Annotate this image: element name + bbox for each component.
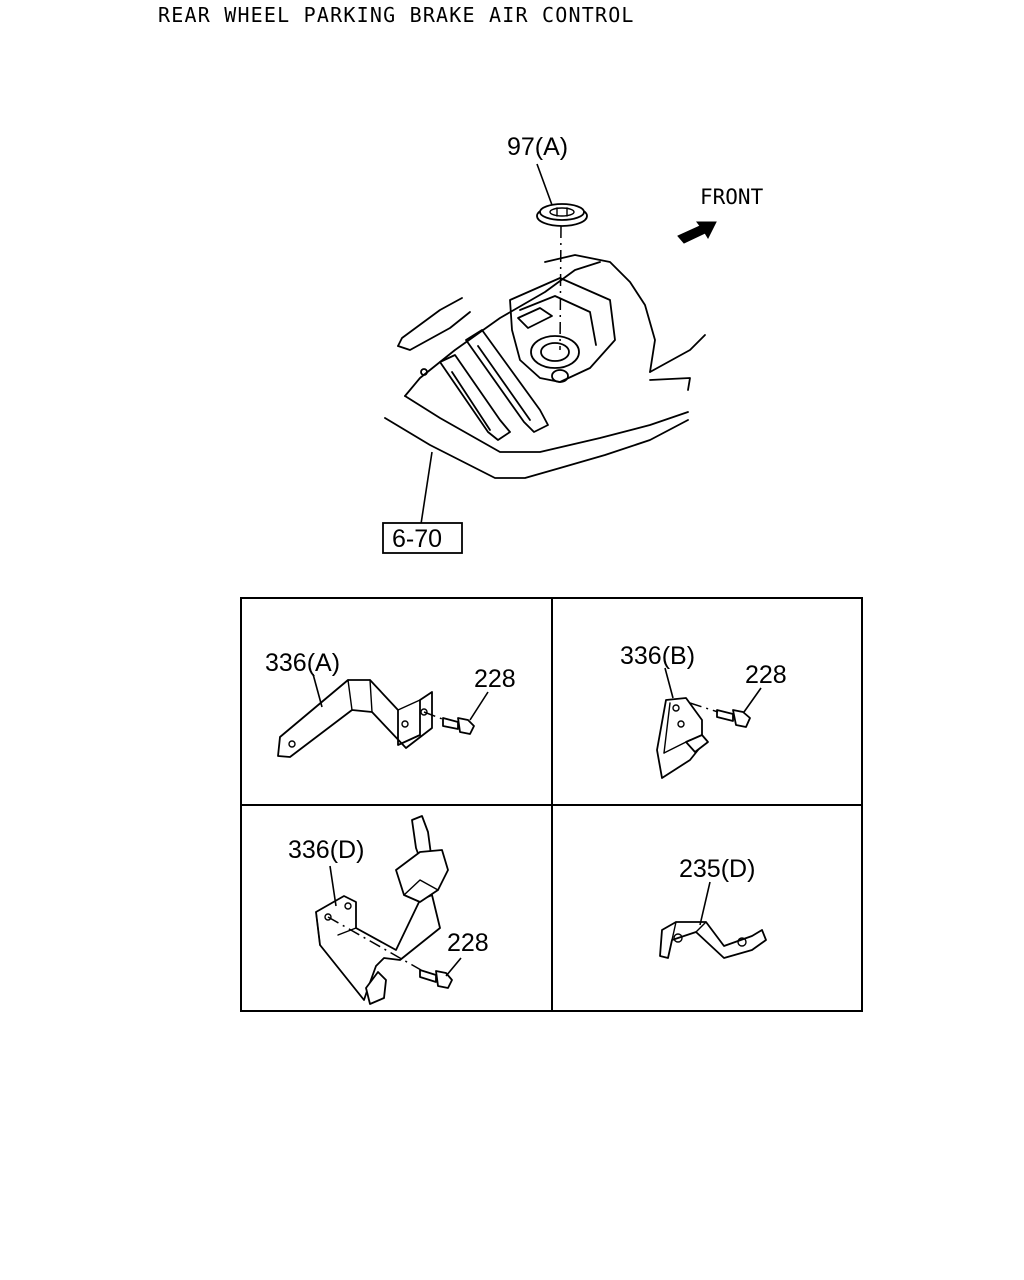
bracket-a-callout: 336(A): [265, 649, 340, 677]
bolt-a-centerline: [423, 711, 446, 721]
bracket-235d-leader: [699, 881, 711, 926]
bracket-d-leader: [329, 865, 337, 907]
front-arrow-icon: [677, 221, 717, 244]
detail-grid: [240, 597, 863, 1012]
bolt-a-part: [442, 717, 475, 735]
bracket-d-callout: 336(D): [288, 836, 364, 864]
grommet-part: [536, 203, 588, 227]
front-label: FRONT: [700, 185, 764, 209]
bracket-235d-part: [659, 921, 767, 959]
bolt-d-part: [419, 969, 453, 989]
bracket-b-leader: [664, 667, 674, 699]
floor-ref-leader: [420, 451, 433, 525]
bolt-d-centerline: [327, 916, 422, 971]
bolt-b-part: [716, 709, 751, 728]
bracket-a-leader: [312, 673, 323, 708]
bolt-b-centerline: [689, 702, 719, 713]
bracket-b-part: [656, 697, 709, 779]
bracket-a-part: [277, 679, 433, 758]
grommet-centerline: [559, 225, 562, 351]
bolt-a-leader: [469, 691, 489, 721]
bolt-d-leader: [445, 957, 462, 977]
bolt-b-leader: [743, 687, 762, 713]
floor-ref-box: [382, 522, 463, 554]
bracket-235d-callout: 235(D): [679, 855, 755, 883]
grommet-callout: 97(A): [507, 133, 568, 161]
bracket-b-callout: 336(B): [620, 642, 695, 670]
grommet-leader: [536, 163, 553, 206]
bracket-d-part: [315, 815, 449, 1005]
bolt-b-callout: 228: [745, 661, 787, 689]
bolt-a-callout: 228: [474, 665, 516, 693]
floor-ref-callout: 6-70: [392, 525, 442, 553]
bolt-d-callout: 228: [447, 929, 489, 957]
floor-assembly: [384, 254, 706, 479]
diagram-title: REAR WHEEL PARKING BRAKE AIR CONTROL: [158, 3, 635, 27]
